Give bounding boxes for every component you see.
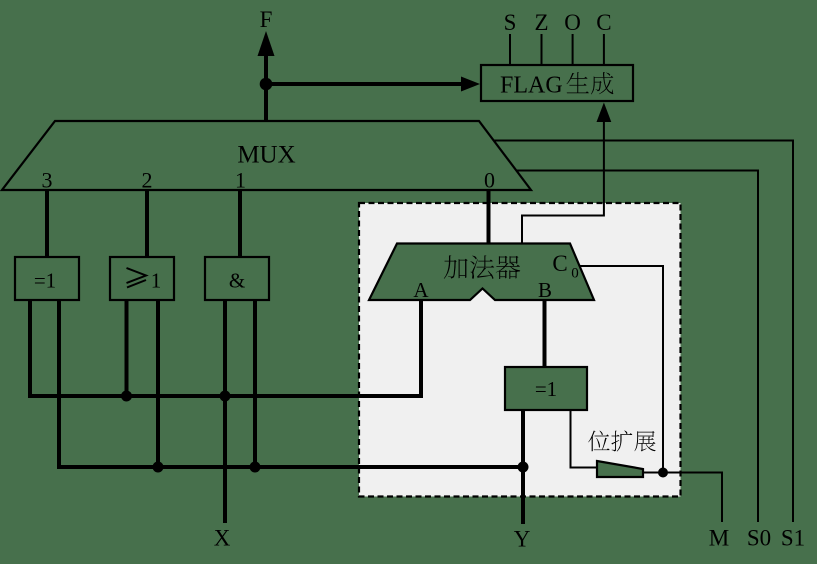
svg-text:Z: Z [534,10,548,35]
svg-text:FLAG: FLAG [500,73,563,99]
svg-text:1: 1 [235,168,246,193]
svg-text:C: C [596,10,611,35]
svg-text:A: A [413,278,429,302]
svg-text:=1: =1 [535,377,557,401]
svg-text:S1: S1 [781,526,805,551]
svg-text:1: 1 [151,269,162,293]
svg-text:C: C [552,251,567,276]
svg-text:X: X [214,526,231,551]
svg-text:F: F [260,7,273,32]
svg-text:S: S [504,10,517,35]
svg-text:MUX: MUX [237,142,295,169]
svg-text:O: O [564,10,581,35]
svg-text:&: & [229,269,245,293]
svg-text:3: 3 [42,168,53,193]
svg-text:0: 0 [571,266,579,282]
svg-text:S0: S0 [747,526,771,551]
svg-text:0: 0 [484,168,495,193]
svg-text:Y: Y [514,527,531,552]
svg-text:B: B [538,278,552,302]
svg-text:M: M [709,526,729,551]
svg-text:2: 2 [142,168,153,193]
svg-text:=1: =1 [34,269,56,293]
